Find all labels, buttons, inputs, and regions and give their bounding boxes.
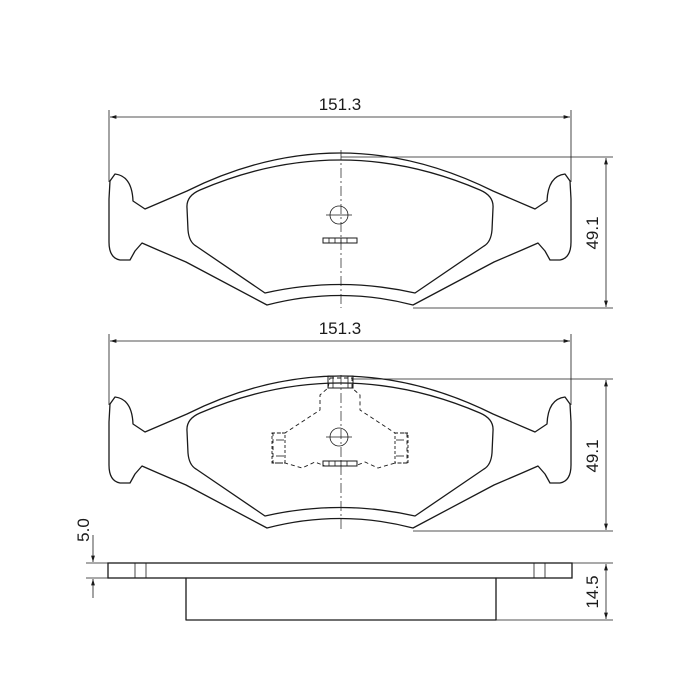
height-label-top: 49.1 xyxy=(583,216,602,249)
backplate-thickness-dimension: 5.0 xyxy=(74,518,108,598)
height-dimension-top: 49.1 xyxy=(341,156,613,309)
clip-slot xyxy=(322,237,358,244)
backing-plate-outline xyxy=(108,152,572,306)
width-label-middle: 151.3 xyxy=(319,319,362,338)
spring-clip-right xyxy=(394,432,409,464)
friction-material-outline-rear xyxy=(186,382,494,517)
backing-plate-side xyxy=(107,562,573,579)
backplate-thickness-label: 5.0 xyxy=(74,518,93,542)
pad-side-view xyxy=(107,562,573,621)
spring-tab xyxy=(327,375,354,389)
spring-clip-left xyxy=(271,432,286,464)
width-dimension-top: 151.3 xyxy=(108,95,572,182)
anti-rattle-spring xyxy=(272,377,408,469)
clip-slot-rear xyxy=(322,460,358,467)
friction-material-outline xyxy=(186,159,494,294)
pad-rear-view xyxy=(108,375,572,532)
total-thickness-dimension: 14.5 xyxy=(496,562,613,621)
width-label-top: 151.3 xyxy=(319,95,362,114)
backing-plate-outline-rear xyxy=(108,375,572,529)
height-dimension-middle: 49.1 xyxy=(353,378,613,532)
width-dimension-middle: 151.3 xyxy=(108,319,572,405)
height-label-middle: 49.1 xyxy=(583,439,602,472)
total-thickness-label: 14.5 xyxy=(583,575,602,608)
friction-material-side xyxy=(185,577,497,621)
pad-front-view xyxy=(108,150,572,308)
